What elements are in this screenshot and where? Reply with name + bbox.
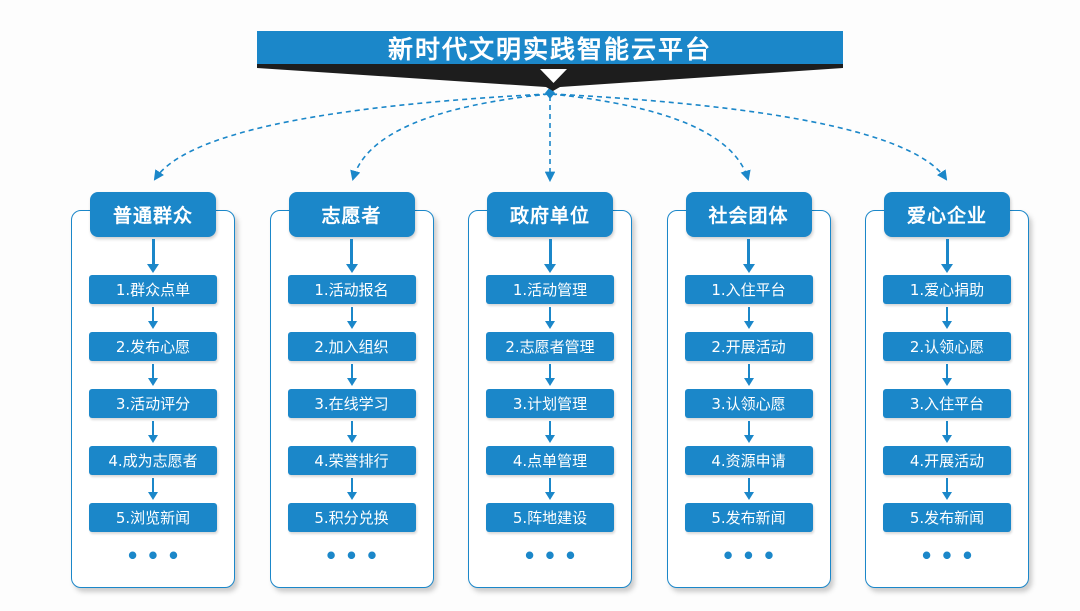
flow-arrow-icon	[545, 304, 555, 332]
column-social-organizations: 社会团体 1.入住平台 2.开展活动 3.认领心愿 4.资源申请 5.发布新闻 …	[666, 192, 831, 592]
flow-arrow-icon	[346, 361, 357, 389]
flow-arrow-icon	[942, 418, 952, 446]
fan-line-4	[550, 93, 751, 181]
flow-arrow-icon	[544, 237, 556, 275]
flow-arrow-icon	[743, 304, 754, 332]
fan-line-5	[551, 93, 948, 181]
down-arrow-icon	[540, 69, 567, 83]
title-banner: 新时代文明实践智能云平台	[257, 31, 843, 64]
column-volunteers: 志愿者 1.活动报名 2.加入组织 3.在线学习 4.荣誉排行 5.积分兑换 •…	[269, 192, 434, 592]
flow-item: 3.入住平台	[883, 389, 1011, 418]
flow-item: 5.发布新闻	[883, 503, 1011, 532]
column-header: 普通群众	[90, 192, 216, 237]
flow-item: 3.在线学习	[287, 389, 416, 418]
flow-item: 3.计划管理	[486, 389, 614, 418]
ribbon-shape	[257, 64, 843, 91]
platform-title: 新时代文明实践智能云平台	[387, 34, 712, 64]
flow-item: 5.积分兑换	[287, 503, 416, 532]
flow-arrow-icon	[147, 237, 159, 275]
flow-arrow-icon	[346, 475, 357, 503]
flow-item: 2.认领心愿	[883, 332, 1011, 361]
flow-arrow-icon	[148, 304, 158, 332]
flow-item: 2.加入组织	[287, 332, 416, 361]
flow-arrow-icon	[742, 237, 755, 275]
flow-item: 1.爱心捐助	[883, 275, 1011, 304]
flow-arrow-icon	[545, 418, 555, 446]
flow-arrow-icon	[941, 237, 953, 275]
more-dots: •••	[324, 544, 386, 568]
column-header: 政府单位	[487, 192, 613, 237]
fan-line-1	[153, 93, 549, 181]
column-header: 志愿者	[288, 192, 415, 237]
flow-arrow-icon	[942, 304, 952, 332]
flow-item: 2.志愿者管理	[486, 332, 614, 361]
flow-item: 4.点单管理	[486, 446, 614, 475]
flow-arrow-icon	[148, 475, 158, 503]
flow-item: 4.开展活动	[883, 446, 1011, 475]
column-header: 社会团体	[685, 192, 812, 237]
flow-item: 4.成为志愿者	[89, 446, 217, 475]
more-dots: •••	[919, 544, 982, 568]
flow-arrow-icon	[545, 475, 555, 503]
flow-item: 3.活动评分	[89, 389, 217, 418]
flow-arrow-icon	[743, 475, 754, 503]
fan-line-2	[350, 93, 550, 182]
more-dots: •••	[125, 544, 188, 568]
flow-arrow-icon	[345, 237, 358, 275]
flow-item: 3.认领心愿	[684, 389, 813, 418]
flow-item: 1.群众点单	[89, 275, 217, 304]
more-dots: •••	[522, 544, 585, 568]
flow-item: 5.浏览新闻	[89, 503, 217, 532]
flow-item: 5.阵地建设	[486, 503, 614, 532]
flow-arrow-icon	[743, 418, 754, 446]
flow-item: 2.开展活动	[684, 332, 813, 361]
flow-arrow-icon	[148, 361, 158, 389]
flow-arrow-icon	[346, 304, 357, 332]
flow-item: 1.活动报名	[287, 275, 416, 304]
flow-arrow-icon	[942, 361, 952, 389]
flow-arrow-icon	[346, 418, 357, 446]
more-dots: •••	[721, 544, 783, 568]
flow-item: 2.发布心愿	[89, 332, 217, 361]
flow-item: 1.入住平台	[684, 275, 813, 304]
flow-arrow-icon	[743, 361, 754, 389]
flow-arrow-icon	[148, 418, 158, 446]
column-caring-enterprises: 爱心企业 1.爱心捐助 2.认领心愿 3.入住平台 4.开展活动 5.发布新闻 …	[865, 192, 1029, 592]
column-government-units: 政府单位 1.活动管理 2.志愿者管理 3.计划管理 4.点单管理 5.阵地建设…	[468, 192, 632, 592]
flow-item: 4.资源申请	[684, 446, 813, 475]
flow-item: 4.荣誉排行	[287, 446, 416, 475]
columns-row: 普通群众 1.群众点单 2.发布心愿 3.活动评分 4.成为志愿者 5.浏览新闻…	[71, 192, 1029, 592]
column-ordinary-people: 普通群众 1.群众点单 2.发布心愿 3.活动评分 4.成为志愿者 5.浏览新闻…	[71, 192, 235, 592]
flow-item: 5.发布新闻	[684, 503, 813, 532]
column-header: 爱心企业	[884, 192, 1010, 237]
flow-arrow-icon	[545, 361, 555, 389]
flow-item: 1.活动管理	[486, 275, 614, 304]
flow-arrow-icon	[942, 475, 952, 503]
